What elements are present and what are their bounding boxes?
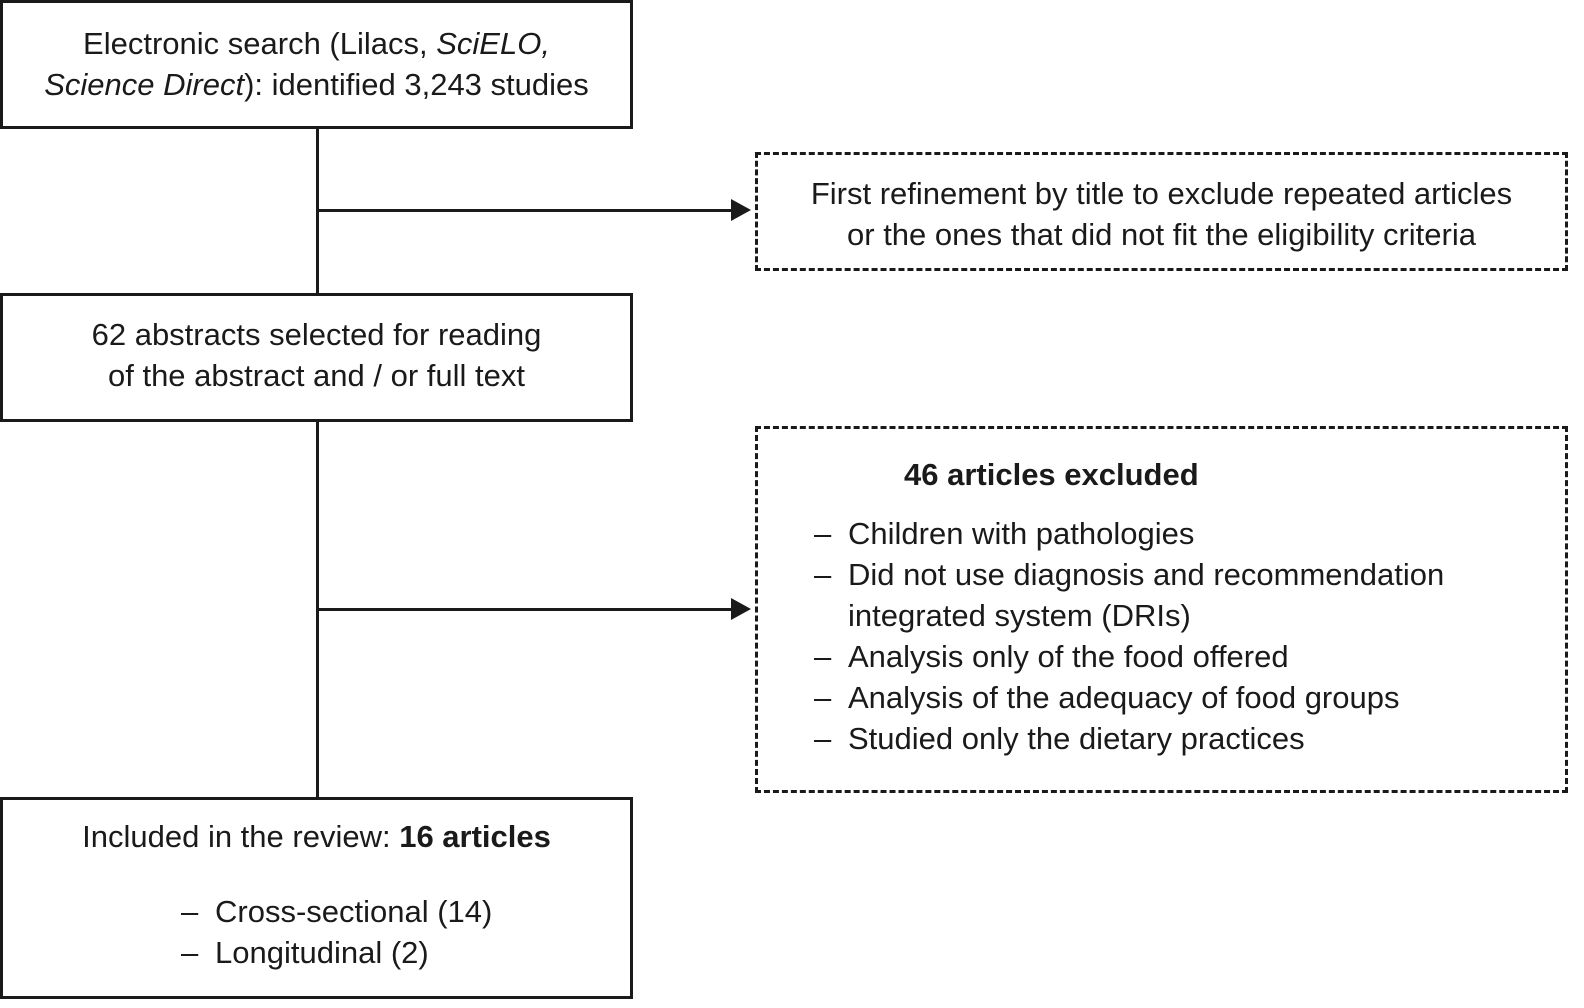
excluded-reason-text: Children with pathologies (848, 516, 1195, 551)
abstracts-line-1: 62 abstracts selected for reading (91, 317, 542, 352)
arrowhead-refinement-icon (731, 199, 751, 221)
included-study-type: – Cross-sectional (14) (181, 891, 601, 932)
included-count: 16 articles (399, 819, 551, 854)
search-box: Electronic search (Lilacs, SciELO, Scien… (0, 0, 633, 129)
excluded-reason: – Analysis of the adequacy of food group… (814, 677, 1504, 718)
dash-mark: – (814, 516, 832, 551)
dash-mark: – (814, 557, 832, 592)
search-line-1-prefix: Electronic search (Lilacs, (83, 26, 437, 61)
search-line-1: Electronic search (Lilacs, SciELO, (3, 23, 630, 64)
excluded-title: 46 articles excluded (904, 457, 1199, 492)
excluded-reason: – Studied only the dietary practices (814, 718, 1504, 759)
excluded-reason-text: Studied only the dietary practices (848, 721, 1305, 756)
abstracts-line-2: of the abstract and / or full text (107, 358, 525, 393)
excluded-reason-text: Analysis of the adequacy of food groups (848, 680, 1400, 715)
dash-mark: – (814, 680, 832, 715)
excluded-reason: – Children with pathologies (814, 513, 1504, 554)
arrow-line-to-excluded (316, 608, 732, 611)
excluded-reason: – Did not use diagnosis and recommendati… (814, 554, 1504, 636)
included-study-type-text: Cross-sectional (14) (215, 894, 493, 929)
abstracts-box: 62 abstracts selected for reading of the… (0, 293, 633, 422)
refinement-line-2: or the ones that did not fit the eligibi… (847, 217, 1476, 252)
search-line-2-suffix: ): identified 3,243 studies (244, 67, 589, 102)
dash-mark: – (181, 935, 199, 970)
dash-mark: – (181, 894, 199, 929)
search-source-science-direct: Science Direct (44, 67, 245, 102)
search-line-2: Science Direct): identified 3,243 studie… (3, 64, 630, 105)
included-study-types-list: – Cross-sectional (14) – Longitudinal (2… (181, 891, 601, 973)
refinement-box: First refinement by title to exclude rep… (755, 152, 1568, 271)
excluded-reason: – Analysis only of the food offered (814, 636, 1504, 677)
arrow-line-to-refinement (316, 209, 732, 212)
included-prefix: Included in the review: (82, 819, 400, 854)
included-study-type: – Longitudinal (2) (181, 932, 601, 973)
dash-mark: – (814, 721, 832, 756)
excluded-reason-text: Did not use diagnosis and recommendation… (848, 557, 1445, 633)
refinement-line-1: First refinement by title to exclude rep… (810, 176, 1513, 211)
search-source-scielo: SciELO, (436, 26, 550, 61)
dash-mark: – (814, 639, 832, 674)
included-study-type-text: Longitudinal (2) (215, 935, 429, 970)
arrowhead-excluded-icon (731, 598, 751, 620)
excluded-reason-text: Analysis only of the food offered (848, 639, 1289, 674)
excluded-box: 46 articles excluded – Children with pat… (755, 426, 1568, 793)
excluded-reasons-list: – Children with pathologies – Did not us… (814, 513, 1504, 759)
included-box: Included in the review: 16 articles – Cr… (0, 797, 633, 999)
included-title: Included in the review: 16 articles (3, 816, 630, 857)
